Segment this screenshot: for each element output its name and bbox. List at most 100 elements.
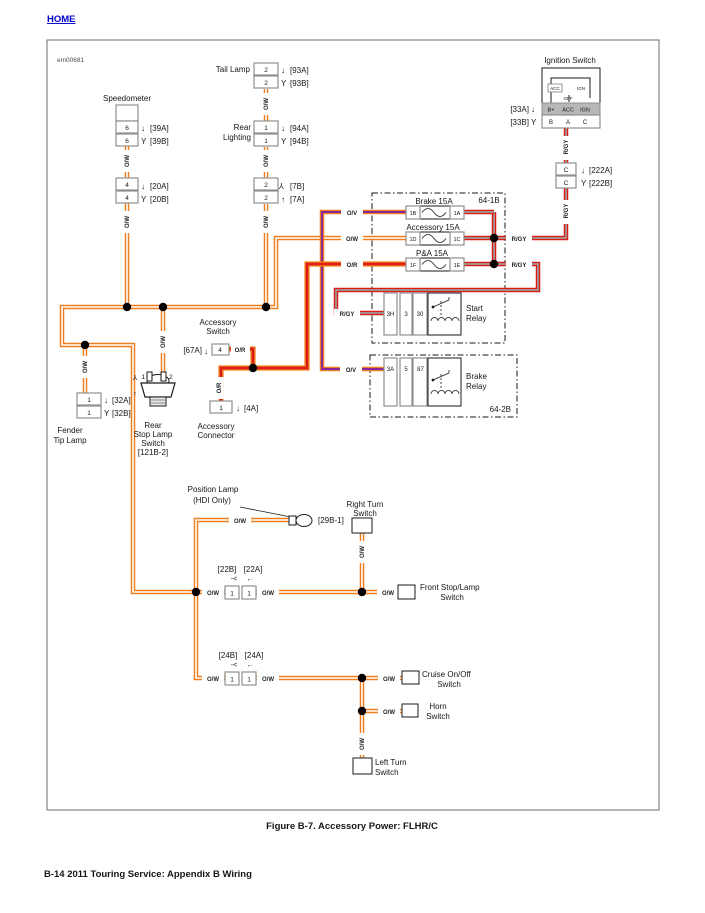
socket-symbol-icon: Y: [281, 137, 287, 146]
fuse-name: P&A 15A: [416, 249, 449, 258]
home-link[interactable]: HOME: [47, 14, 76, 25]
wire-color-label: O/W: [83, 361, 89, 373]
pin-number: 1: [230, 591, 234, 598]
relay-block-64-2B-outline: [369, 354, 518, 418]
connector-box: [241, 585, 257, 600]
wire-color-label: O/W: [234, 519, 246, 525]
socket-symbol-icon: Y: [581, 179, 587, 188]
right-turn-switch-label: Switch: [353, 509, 377, 518]
pin-number: 1: [87, 397, 91, 404]
connector-box: [115, 120, 139, 134]
wire-color-label: O/W: [382, 591, 394, 597]
relay-pin-box: [412, 357, 428, 407]
plug-arrow-icon: ↓: [204, 347, 208, 356]
connector-box: [253, 75, 279, 89]
wire-color-label: R/GY: [512, 263, 527, 269]
terminal-label: B+: [548, 108, 555, 114]
start-relay-label: Start: [466, 304, 484, 313]
terminal-label: ACC: [562, 108, 574, 114]
connector-label: [39B]: [150, 137, 169, 146]
plug-arrow-icon: ↓: [236, 404, 240, 413]
pin-number: 2: [264, 182, 268, 189]
connector-label: [33A]: [510, 105, 529, 114]
pin-number: 1: [264, 138, 268, 145]
connector-label: [20A]: [150, 182, 169, 191]
relay-pin: 3: [404, 312, 408, 318]
horn-switch-box: [401, 703, 419, 718]
accessory-connector-label: Accessory: [198, 422, 235, 431]
horn-switch-label: Switch: [426, 712, 450, 721]
connector-label: [222B]: [589, 179, 612, 188]
fuse-pin: 1E: [454, 263, 461, 269]
wire-label-bg: [378, 707, 400, 716]
pin-number: 2: [264, 67, 268, 74]
connector-box: [224, 671, 240, 686]
relay-pin: 87: [417, 367, 424, 373]
plug-arrow-icon: ↓: [141, 124, 145, 133]
wire-ow-position-branch: [193, 517, 289, 592]
pin-number: 6: [125, 138, 129, 145]
wire-color-label: O/W: [161, 336, 167, 348]
pin-number: C: [564, 167, 569, 174]
right-turn-switch-label: Right Turn: [347, 500, 384, 509]
wire-color-label: O/W: [383, 710, 395, 716]
wire-color-label: O/W: [264, 155, 270, 167]
connector-box: [253, 177, 279, 191]
pin-number: 1: [87, 410, 91, 417]
wire-label-bg: [334, 309, 360, 318]
switch-hex-body: [140, 382, 176, 398]
wire-color-label: R/GY: [564, 204, 570, 219]
wire-color-label: O/V: [347, 211, 357, 217]
fender-tip-lamp-label: Fender: [57, 426, 83, 435]
ignition-switch-label: Ignition Switch: [544, 56, 596, 65]
wire-color-label: O/R: [217, 382, 223, 393]
cruise-switch-label: Switch: [437, 680, 461, 689]
ignition-acc-box: [547, 83, 563, 93]
fuse-pin: 1B: [410, 211, 417, 217]
wire-ow-left-spine: [85, 342, 196, 595]
connector-label: [20B]: [150, 195, 169, 204]
wire-label-bg: [122, 211, 132, 233]
wire-core: [195, 592, 225, 679]
connector-box: [253, 62, 279, 76]
pin-number: 4: [218, 347, 222, 354]
wire-color-label: R/GY: [512, 237, 527, 243]
wire-label-bg: [261, 211, 271, 233]
pin-number: 4: [125, 182, 129, 189]
switch-thread-lines: [151, 399, 165, 404]
wire-label-bg: [229, 516, 251, 525]
wire-color-label: O/W: [207, 677, 219, 683]
wire-label-bg: [202, 588, 224, 597]
rear-stop-lamp-switch-symbol: [140, 371, 176, 407]
wire-label-bg: [80, 356, 90, 378]
brake-relay-label: Relay: [466, 382, 486, 391]
fuse-element-icon: [421, 234, 447, 243]
relay-body: [427, 357, 462, 407]
switch-thread: [149, 396, 167, 407]
wire-color-label: R/GY: [340, 312, 355, 318]
wire-label-bg: [261, 93, 271, 115]
wire-color-label: O/R: [347, 263, 358, 269]
diagram-border: [46, 39, 660, 811]
socket-symbol-up-icon: Y: [278, 181, 284, 190]
wire-core: [195, 519, 289, 592]
junction-dots: [80, 233, 499, 716]
wires: [59, 89, 569, 758]
accessory-connector-label: Connector: [198, 431, 235, 440]
plug-arrow-icon: ↓: [581, 166, 585, 175]
fuse-pin: 1A: [454, 211, 461, 217]
rear-stop-lamp-switch-label: Switch: [141, 439, 165, 448]
fuse-pin-box: [405, 205, 421, 220]
wire-core: [85, 344, 196, 593]
speedometer-body: [115, 104, 139, 122]
wire-color-label: O/W: [383, 677, 395, 683]
fuse-pin-box: [449, 257, 465, 272]
wire-label-bg: [561, 136, 571, 160]
connector-label: [222A]: [589, 166, 612, 175]
accessory-switch-label: Accessory: [200, 318, 237, 327]
plug-arrow-icon: ↓: [104, 396, 108, 405]
pin-number: 2: [264, 80, 268, 87]
front-stop-switch-box: [397, 584, 416, 600]
connector-box: [76, 405, 102, 419]
wire-label-bg: [261, 150, 271, 172]
